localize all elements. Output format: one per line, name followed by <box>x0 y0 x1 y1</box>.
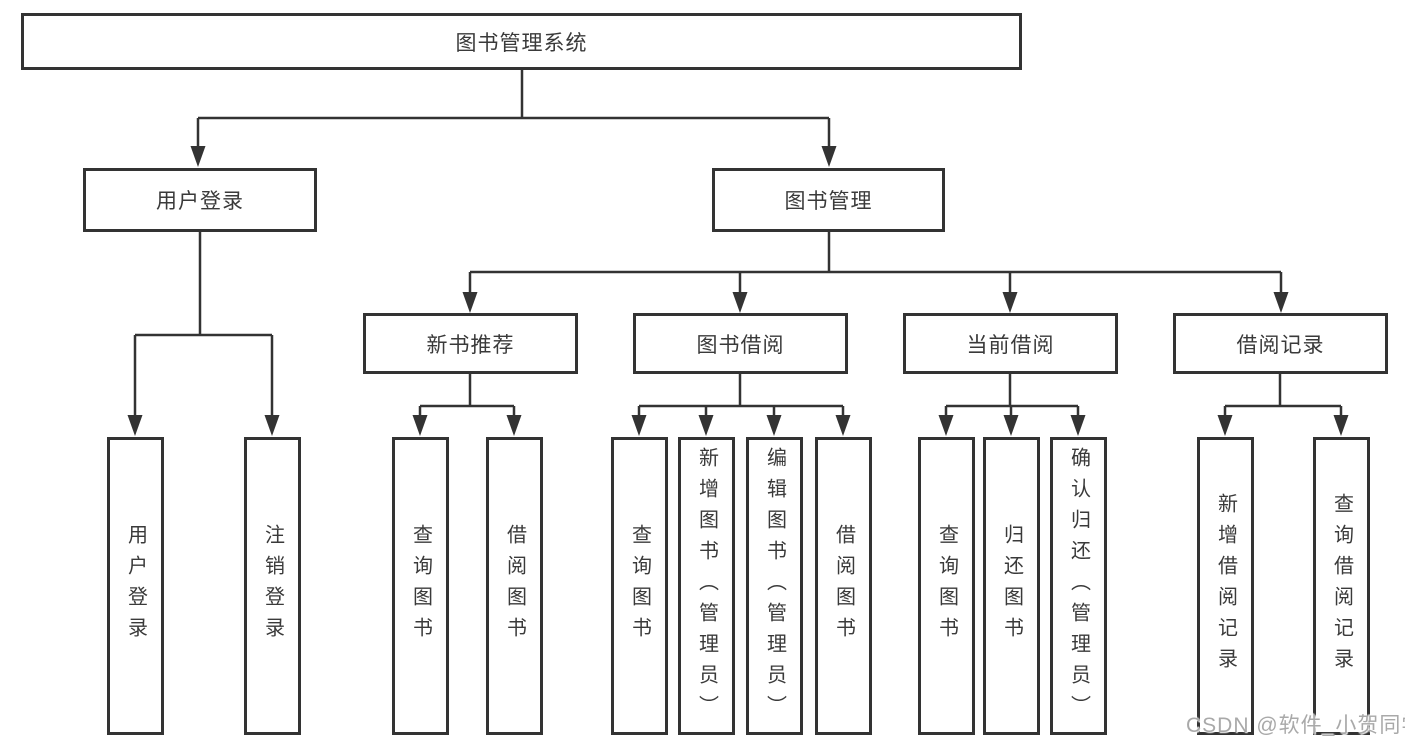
node-library-management-system: 图书管理系统 <box>21 13 1022 70</box>
leaf-label: 新增图书（管理员） <box>695 446 718 726</box>
arrow-down-icon <box>1273 292 1289 313</box>
arrow-down-icon <box>264 415 280 436</box>
leaf-user-login: 用户登录 <box>107 437 164 735</box>
leaf-query-books-borrow: 查询图书 <box>611 437 668 735</box>
tree-branch-lines <box>135 70 1341 408</box>
leaf-label: 查询借阅记录 <box>1330 493 1353 679</box>
node-user-login: 用户登录 <box>83 168 317 232</box>
leaf-add-book-admin: 新增图书（管理员） <box>678 437 735 735</box>
arrow-down-icon <box>127 415 143 436</box>
arrow-down-icon <box>1217 415 1233 436</box>
leaf-label: 注销登录 <box>261 524 284 648</box>
branch-current-borrow <box>946 374 1078 408</box>
branch-new-book-recommend <box>420 374 514 408</box>
branch-root <box>198 70 829 120</box>
arrow-down-icon <box>631 415 647 436</box>
arrow-down-icon <box>1002 292 1018 313</box>
leaf-label: 借阅图书 <box>832 524 855 648</box>
node-current-borrow: 当前借阅 <box>903 313 1118 374</box>
leaf-borrow-books: 借阅图书 <box>815 437 872 735</box>
arrow-down-icon <box>1333 415 1349 436</box>
leaf-label: 编辑图书（管理员） <box>763 446 786 726</box>
arrow-down-icon <box>732 292 748 313</box>
node-book-borrow: 图书借阅 <box>633 313 848 374</box>
arrow-down-icon <box>462 292 478 313</box>
leaf-query-books-current: 查询图书 <box>918 437 975 735</box>
arrow-down-icon <box>821 146 837 167</box>
leaf-confirm-return-admin: 确认归还（管理员） <box>1050 437 1107 735</box>
leaf-label: 新增借阅记录 <box>1214 493 1237 679</box>
arrow-down-icon <box>506 415 522 436</box>
leaf-label: 查询图书 <box>628 524 651 648</box>
node-label: 借阅记录 <box>1236 333 1325 357</box>
node-label: 图书管理 <box>784 190 873 213</box>
leaf-label: 归还图书 <box>1000 524 1023 648</box>
arrow-down-icon <box>1070 415 1086 436</box>
leaf-label: 借阅图书 <box>503 524 526 648</box>
arrow-down-icon <box>190 146 206 167</box>
leaf-label: 用户登录 <box>124 524 147 648</box>
leaf-return-book: 归还图书 <box>983 437 1040 735</box>
arrow-down-icon <box>766 415 782 436</box>
node-borrow-records: 借阅记录 <box>1173 313 1388 374</box>
branch-borrow-records <box>1225 374 1341 408</box>
arrow-down-icon <box>835 415 851 436</box>
branch-book-management <box>470 232 1281 274</box>
node-label: 新书推荐 <box>426 333 515 357</box>
watermark-text: CSDN @软件_小贺同学 <box>1186 714 1405 737</box>
leaf-label: 查询图书 <box>409 524 432 648</box>
leaf-label: 查询图书 <box>935 524 958 648</box>
leaf-edit-book-admin: 编辑图书（管理员） <box>746 437 803 735</box>
node-label: 图书管理系统 <box>455 31 588 55</box>
arrow-down-icon <box>938 415 954 436</box>
leaf-add-borrow-record: 新增借阅记录 <box>1197 437 1254 735</box>
leaf-query-books-recommend: 查询图书 <box>392 437 449 735</box>
branch-user-login <box>135 232 272 337</box>
node-label: 用户登录 <box>156 190 244 213</box>
leaf-logout: 注销登录 <box>244 437 301 735</box>
branch-book-borrow <box>639 374 843 408</box>
arrow-down-icon <box>1003 415 1019 436</box>
leaf-query-borrow-record: 查询借阅记录 <box>1313 437 1370 735</box>
node-label: 图书借阅 <box>696 333 785 357</box>
arrow-down-icon <box>412 415 428 436</box>
node-new-book-recommend: 新书推荐 <box>363 313 578 374</box>
arrow-down-icon <box>698 415 714 436</box>
leaf-label: 确认归还（管理员） <box>1067 446 1090 726</box>
leaf-borrow-books-recommend: 借阅图书 <box>486 437 543 735</box>
node-label: 当前借阅 <box>966 333 1055 357</box>
arrow-down-icons <box>127 118 1349 436</box>
node-book-management: 图书管理 <box>712 168 945 232</box>
